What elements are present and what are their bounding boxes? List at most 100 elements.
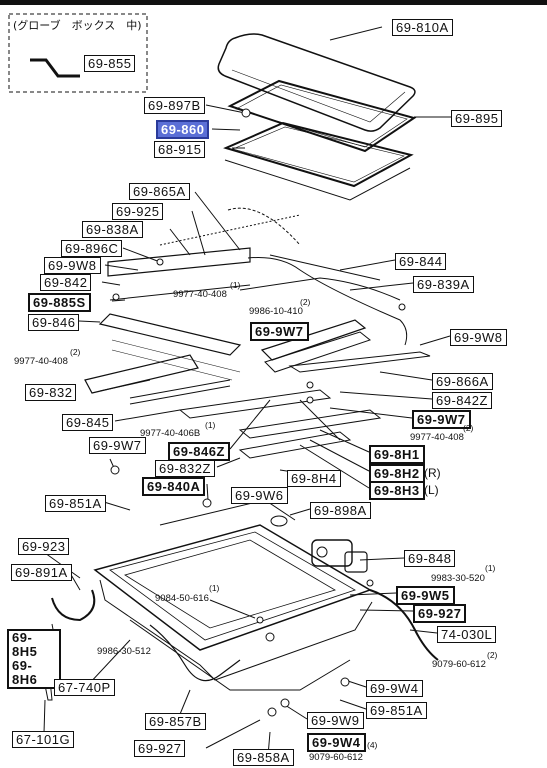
screw <box>156 258 164 266</box>
label-69-842Z[interactable]: 69-842Z <box>432 392 492 409</box>
guide-rail-left <box>107 247 251 277</box>
quantity-marker: (2) <box>300 297 311 307</box>
weatherstrip <box>227 79 417 153</box>
label-69-8H3[interactable]: 69-8H3 <box>369 481 425 500</box>
frame-lower <box>224 159 411 201</box>
sunroof-motor <box>311 539 368 573</box>
screw <box>202 498 212 508</box>
label-69-9W7-left[interactable]: 69-9W7 <box>89 437 146 454</box>
label-69-8H5: 69-8H5 <box>12 630 38 659</box>
screw <box>110 465 120 475</box>
part-number[interactable]: 9977-40-406B <box>140 428 201 439</box>
screw <box>340 677 350 687</box>
screw <box>280 698 290 708</box>
label-69-9W4-bottom[interactable]: 69-9W4 <box>307 733 366 752</box>
guide-rail-right <box>260 319 367 361</box>
label-67-740P[interactable]: 67-740P <box>54 679 115 696</box>
label-69-9W8-left[interactable]: 69-9W8 <box>44 257 101 274</box>
label-69-895[interactable]: 69-895 <box>451 110 503 127</box>
quantity-marker: (2) <box>463 423 474 433</box>
sunroof-housing-frame <box>93 499 373 691</box>
top-border-bar <box>0 0 547 5</box>
label-69-832[interactable]: 69-832 <box>25 384 77 401</box>
label-69-851A-bottom[interactable]: 69-851A <box>366 702 427 719</box>
label-69-851A-top[interactable]: 69-851A <box>45 495 106 512</box>
label-69-846Z[interactable]: 69-846Z <box>168 442 230 461</box>
part-number[interactable]: 9977-40-408 <box>173 289 227 300</box>
part-number[interactable]: 9084-50-616 <box>155 593 209 604</box>
label-69-8H5-8H6[interactable]: 69-8H5 69-8H6 <box>7 629 61 689</box>
cable-top <box>227 207 301 246</box>
label-69-838A[interactable]: 69-838A <box>82 221 143 238</box>
screw <box>306 381 314 389</box>
part-number[interactable]: 9079-60-612 <box>309 752 363 763</box>
screw <box>112 293 120 301</box>
label-69-848[interactable]: 69-848 <box>404 550 456 567</box>
label-69-832Z[interactable]: 69-832Z <box>155 460 215 477</box>
label-69-9W6[interactable]: 69-9W6 <box>231 487 288 504</box>
glove-box-inset-frame <box>8 13 148 93</box>
quantity-marker: (1) <box>485 563 496 573</box>
label-69-9W4-right[interactable]: 69-9W4 <box>366 680 423 697</box>
drive-cable-a <box>247 257 408 346</box>
label-69-8H6: 69-8H6 <box>12 658 38 687</box>
label-69-842[interactable]: 69-842 <box>40 274 92 291</box>
wire-harness <box>149 624 241 682</box>
label-69-866A[interactable]: 69-866A <box>432 373 493 390</box>
part-number[interactable]: 9986-30-512 <box>97 646 151 657</box>
quantity-marker: (2) <box>70 347 81 357</box>
glass-panel <box>217 33 416 132</box>
part-number[interactable]: 9977-40-408 <box>14 356 68 367</box>
quantity-marker: (1) <box>230 280 241 290</box>
part-number[interactable]: 9986-10-410 <box>249 306 303 317</box>
label-69-839A[interactable]: 69-839A <box>413 276 474 293</box>
label-69-885S[interactable]: 69-885S <box>28 293 91 312</box>
label-69-897B[interactable]: 69-897B <box>144 97 205 114</box>
label-69-810A[interactable]: 69-810A <box>392 19 453 36</box>
label-69-927-right[interactable]: 69-927 <box>413 604 467 623</box>
label-68-915[interactable]: 68-915 <box>154 141 206 158</box>
drain-tube-left <box>51 589 96 622</box>
label-69-860[interactable]: 69-860 <box>156 120 210 139</box>
label-69-9W7-mid[interactable]: 69-9W7 <box>250 322 309 341</box>
label-67-101G[interactable]: 67-101G <box>12 731 75 748</box>
cap-69-898A <box>270 515 288 527</box>
label-69-9W7-right[interactable]: 69-9W7 <box>412 410 471 429</box>
label-69-840A[interactable]: 69-840A <box>142 477 206 496</box>
part-number[interactable]: 9977-40-408 <box>410 432 464 443</box>
screw <box>256 616 264 624</box>
seal-frame <box>223 121 414 188</box>
part-number[interactable]: 9983-30-520 <box>431 573 485 584</box>
screw <box>306 396 314 404</box>
deflector-bar <box>84 354 199 394</box>
label-69-923[interactable]: 69-923 <box>18 538 70 555</box>
label-69-858A[interactable]: 69-858A <box>233 749 294 766</box>
label-69-857B[interactable]: 69-857B <box>145 713 206 730</box>
quantity-marker: (4) <box>367 740 378 750</box>
label-69-9W5[interactable]: 69-9W5 <box>396 586 455 605</box>
label-69-925[interactable]: 69-925 <box>112 203 164 220</box>
label-69-898A[interactable]: 69-898A <box>310 502 371 519</box>
suffix-right: (R) <box>424 466 441 480</box>
label-69-865A[interactable]: 69-865A <box>129 183 190 200</box>
part-number[interactable]: 9079-60-612 <box>432 659 486 670</box>
label-74-030L[interactable]: 74-030L <box>437 626 497 643</box>
label-69-8H4[interactable]: 69-8H4 <box>287 470 341 487</box>
suffix-left: (L) <box>424 483 439 497</box>
quantity-marker: (1) <box>209 583 220 593</box>
quantity-marker: (1) <box>205 420 216 430</box>
label-69-845[interactable]: 69-845 <box>62 414 114 431</box>
label-69-896C[interactable]: 69-896C <box>61 240 123 257</box>
screw <box>267 707 277 717</box>
hex-wrench-tool <box>30 58 80 78</box>
label-69-855[interactable]: 69-855 <box>84 55 136 72</box>
label-69-9W8-right[interactable]: 69-9W8 <box>450 329 507 346</box>
label-69-844[interactable]: 69-844 <box>395 253 447 270</box>
label-69-846[interactable]: 69-846 <box>28 314 80 331</box>
label-69-927-bottom[interactable]: 69-927 <box>134 740 186 757</box>
screw <box>398 303 406 311</box>
screw <box>366 579 374 587</box>
label-69-9W9[interactable]: 69-9W9 <box>307 712 364 729</box>
label-69-891A[interactable]: 69-891A <box>11 564 72 581</box>
label-69-8H1[interactable]: 69-8H1 <box>369 445 425 464</box>
